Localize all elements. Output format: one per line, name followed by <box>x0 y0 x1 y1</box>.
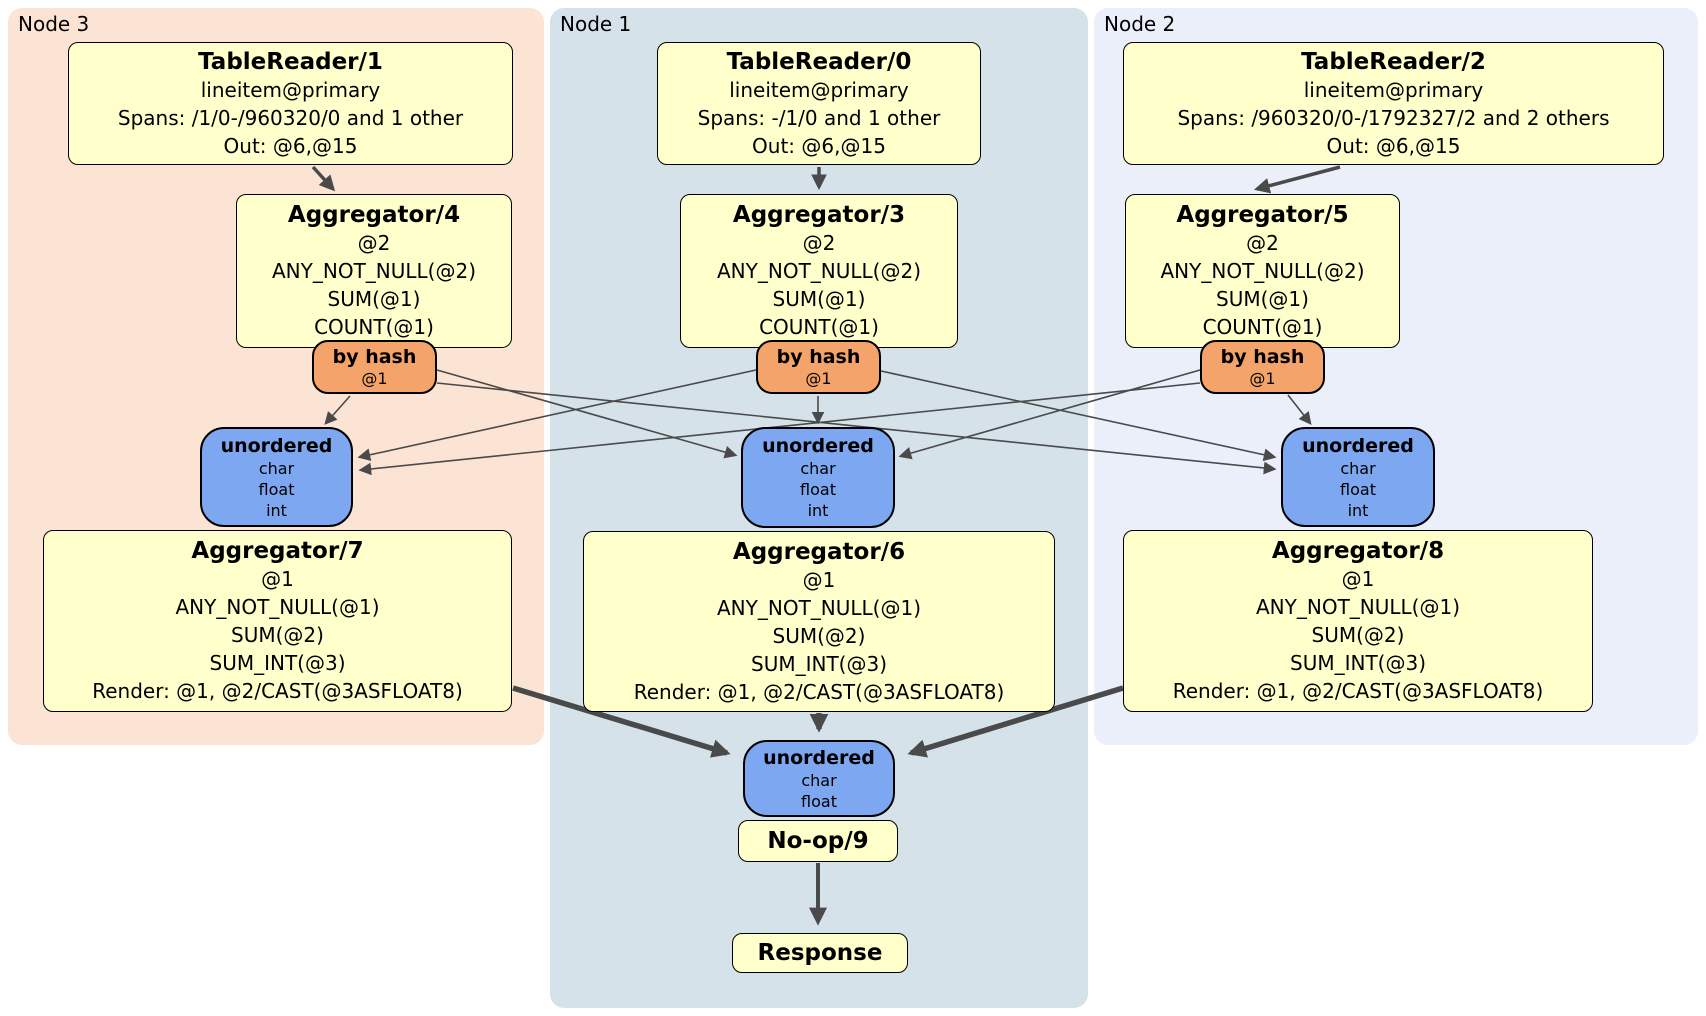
tablereader-2-title: TableReader/2 <box>1301 48 1486 75</box>
aggregator-7-title: Aggregator/7 <box>191 538 364 564</box>
sync-unordered-6-type-int: int <box>807 501 829 520</box>
aggregator-8-fn3: SUM_INT(@3) <box>1290 651 1426 675</box>
aggregator-4-fn3: COUNT(@1) <box>314 315 434 339</box>
tablereader-1-index: lineitem@primary <box>200 77 381 102</box>
aggregator-5-group: @2 <box>1246 231 1279 255</box>
aggregator-7-group: @1 <box>261 567 294 591</box>
tablereader-1-out: Out: @6,@15 <box>223 133 358 158</box>
tablereader-0-spans: Spans: -/1/0 and 1 other <box>697 105 941 130</box>
aggregator-6-fn3: SUM_INT(@3) <box>751 651 887 676</box>
aggregator-3-fn2: SUM(@1) <box>772 287 866 311</box>
tablereader-1-title: TableReader/1 <box>198 48 383 75</box>
sync-unordered-8-type-float: float <box>1340 479 1376 499</box>
aggregator-6-fn1: ANY_NOT_NULL(@1) <box>717 595 921 620</box>
sync-unordered-6-title: unordered <box>762 435 874 457</box>
sync-unordered-8-type-int: int <box>1347 500 1369 520</box>
sync-unordered-8-type-char: char <box>1340 458 1376 478</box>
router-by-hash-5-key: @1 <box>1249 368 1276 388</box>
aggregator-7-render: Render: @1, @2/CAST(@3ASFLOAT8) <box>92 679 463 703</box>
tablereader-1-spans: Spans: /1/0-/960320/0 and 1 other <box>117 105 464 130</box>
node1-label: Node 1 <box>560 12 632 36</box>
tablereader-0-title: TableReader/0 <box>726 48 912 75</box>
noop-9-title: No-op/9 <box>767 828 869 854</box>
aggregator-6-box: Aggregator/6 @1 ANY_NOT_NULL(@1) SUM(@2)… <box>583 531 1055 712</box>
aggregator-6-group: @1 <box>802 567 836 592</box>
sync-unordered-final: unordered char float <box>743 740 895 817</box>
router-by-hash-3-key: @1 <box>805 368 832 388</box>
tablereader-0-out: Out: @6,@15 <box>752 133 886 158</box>
response-title: Response <box>757 940 883 966</box>
aggregator-8-box: Aggregator/8 @1 ANY_NOT_NULL(@1) SUM(@2)… <box>1123 530 1593 712</box>
aggregator-8-fn2: SUM(@2) <box>1311 623 1405 647</box>
aggregator-8-fn1: ANY_NOT_NULL(@1) <box>1256 595 1460 619</box>
router-by-hash-3: by hash @1 <box>756 340 881 394</box>
router-by-hash-4-title: by hash <box>332 345 417 368</box>
node2-label: Node 2 <box>1104 12 1176 36</box>
aggregator-5-fn1: ANY_NOT_NULL(@2) <box>1160 259 1365 283</box>
router-by-hash-4: by hash @1 <box>312 340 437 394</box>
sync-unordered-8-title: unordered <box>1302 434 1414 457</box>
aggregator-7-fn1: ANY_NOT_NULL(@1) <box>175 595 380 619</box>
tablereader-1-box: TableReader/1 lineitem@primary Spans: /1… <box>68 42 513 165</box>
aggregator-3-box: Aggregator/3 @2 ANY_NOT_NULL(@2) SUM(@1)… <box>680 194 958 348</box>
aggregator-8-render: Render: @1, @2/CAST(@3ASFLOAT8) <box>1172 679 1544 703</box>
sync-unordered-6: unordered char float int <box>741 427 895 528</box>
aggregator-6-fn2: SUM(@2) <box>772 623 866 648</box>
aggregator-7-box: Aggregator/7 @1 ANY_NOT_NULL(@1) SUM(@2)… <box>43 530 512 712</box>
noop-9-box: No-op/9 <box>738 820 898 862</box>
router-by-hash-5-title: by hash <box>1220 345 1305 368</box>
router-by-hash-3-title: by hash <box>776 345 861 368</box>
aggregator-7-fn3: SUM_INT(@3) <box>209 651 346 675</box>
aggregator-6-title: Aggregator/6 <box>732 538 906 565</box>
aggregator-4-title: Aggregator/4 <box>287 202 461 228</box>
aggregator-4-fn2: SUM(@1) <box>327 287 421 311</box>
aggregator-5-fn2: SUM(@1) <box>1216 287 1309 311</box>
sync-unordered-6-type-float: float <box>800 480 836 499</box>
aggregator-6-render: Render: @1, @2/CAST(@3ASFLOAT8) <box>633 679 1005 704</box>
sync-unordered-8: unordered char float int <box>1281 427 1435 527</box>
aggregator-5-box: Aggregator/5 @2 ANY_NOT_NULL(@2) SUM(@1)… <box>1125 194 1400 348</box>
aggregator-4-box: Aggregator/4 @2 ANY_NOT_NULL(@2) SUM(@1)… <box>236 194 512 348</box>
aggregator-5-title: Aggregator/5 <box>1176 202 1349 228</box>
response-box: Response <box>732 933 908 973</box>
router-by-hash-4-key: @1 <box>361 368 388 388</box>
aggregator-3-title: Aggregator/3 <box>732 202 906 228</box>
sync-unordered-7-type-int: int <box>266 500 287 520</box>
aggregator-3-fn3: COUNT(@1) <box>759 315 879 339</box>
sync-unordered-final-title: unordered <box>763 746 875 769</box>
sync-unordered-7-title: unordered <box>220 434 333 457</box>
tablereader-2-box: TableReader/2 lineitem@primary Spans: /9… <box>1123 42 1664 165</box>
aggregator-5-fn3: COUNT(@1) <box>1202 315 1323 339</box>
sync-unordered-final-type-float: float <box>801 791 837 811</box>
aggregator-3-fn1: ANY_NOT_NULL(@2) <box>717 259 921 283</box>
aggregator-7-fn2: SUM(@2) <box>231 623 324 647</box>
aggregator-4-fn1: ANY_NOT_NULL(@2) <box>272 259 476 283</box>
tablereader-2-spans: Spans: /960320/0-/1792327/2 and 2 others <box>1177 105 1610 130</box>
node3-label: Node 3 <box>18 12 90 36</box>
sync-unordered-7: unordered char float int <box>200 427 353 527</box>
sync-unordered-6-type-char: char <box>800 459 836 478</box>
tablereader-0-box: TableReader/0 lineitem@primary Spans: -/… <box>657 42 981 165</box>
aggregator-8-group: @1 <box>1341 567 1375 591</box>
aggregator-3-group: @2 <box>802 231 836 255</box>
router-by-hash-5: by hash @1 <box>1200 340 1325 394</box>
sync-unordered-7-type-float: float <box>258 479 295 499</box>
tablereader-2-out: Out: @6,@15 <box>1326 133 1461 158</box>
sync-unordered-7-type-char: char <box>258 458 295 478</box>
aggregator-4-group: @2 <box>357 231 391 255</box>
tablereader-0-index: lineitem@primary <box>729 77 909 102</box>
sync-unordered-final-type-char: char <box>801 770 837 790</box>
tablereader-2-index: lineitem@primary <box>1303 77 1484 102</box>
aggregator-8-title: Aggregator/8 <box>1271 538 1445 564</box>
